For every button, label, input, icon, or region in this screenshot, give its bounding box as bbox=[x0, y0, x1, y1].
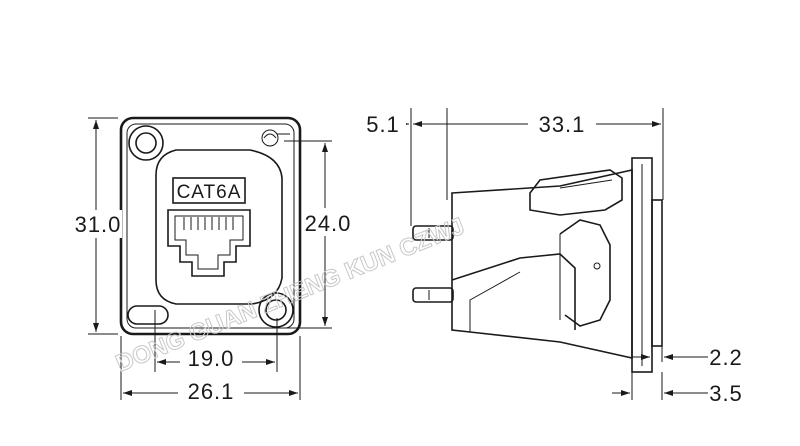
dim-flange-depth: 3.5 bbox=[612, 372, 743, 406]
logo-icon bbox=[261, 129, 290, 147]
release-slot bbox=[127, 305, 169, 325]
side-rear-pin-top bbox=[412, 225, 454, 241]
mounting-hole-bottom-right-inner bbox=[265, 299, 287, 321]
dim-overall-width-label: 26.1 bbox=[188, 379, 235, 404]
watermark-text: DONG GUAN ZHENG KUN CZWJ bbox=[112, 213, 468, 378]
front-view: CAT6A 31.0 bbox=[74, 116, 352, 404]
rj45-pins bbox=[183, 217, 234, 230]
side-latch bbox=[559, 219, 611, 327]
dim-flange-thickness-label: 2.2 bbox=[709, 345, 743, 370]
dim-inner-height: 24.0 bbox=[284, 140, 352, 329]
front-round-body bbox=[155, 149, 283, 305]
side-top-shell bbox=[529, 169, 623, 216]
dim-front-offset: 5.1 bbox=[362, 108, 470, 226]
dim-body-length-label: 33.1 bbox=[539, 112, 586, 137]
dim-overall-height-label: 31.0 bbox=[75, 212, 122, 237]
dim-overall-height: 31.0 bbox=[74, 117, 122, 335]
dim-flange-depth-label: 3.5 bbox=[709, 381, 743, 406]
rj45-jack-icon bbox=[167, 209, 251, 277]
dim-body-length: 33.1 bbox=[413, 108, 664, 200]
mounting-hole-top-left bbox=[128, 125, 164, 161]
mounting-hole-top-left-inner bbox=[135, 132, 157, 154]
dim-inner-height-label: 24.0 bbox=[305, 211, 352, 236]
side-rear-pin-bottom bbox=[412, 287, 454, 303]
dim-overall-width: 26.1 bbox=[120, 336, 301, 404]
cat-label-text: CAT6A bbox=[177, 182, 242, 203]
side-flange-rear bbox=[651, 199, 663, 347]
dim-flange-thickness: 2.2 bbox=[632, 345, 743, 370]
dim-front-offset-label: 5.1 bbox=[366, 112, 400, 137]
dim-inner-width: 19.0 bbox=[154, 310, 278, 372]
side-housing bbox=[451, 169, 633, 359]
cat-label-box bbox=[172, 177, 246, 204]
front-flange-inner-outline bbox=[126, 123, 295, 329]
side-view: 5.1 33.1 2.2 3.5 bbox=[362, 108, 743, 406]
side-latch-pin bbox=[593, 262, 601, 270]
mounting-hole-bottom-right bbox=[258, 292, 294, 328]
dim-inner-width-label: 19.0 bbox=[188, 346, 235, 371]
